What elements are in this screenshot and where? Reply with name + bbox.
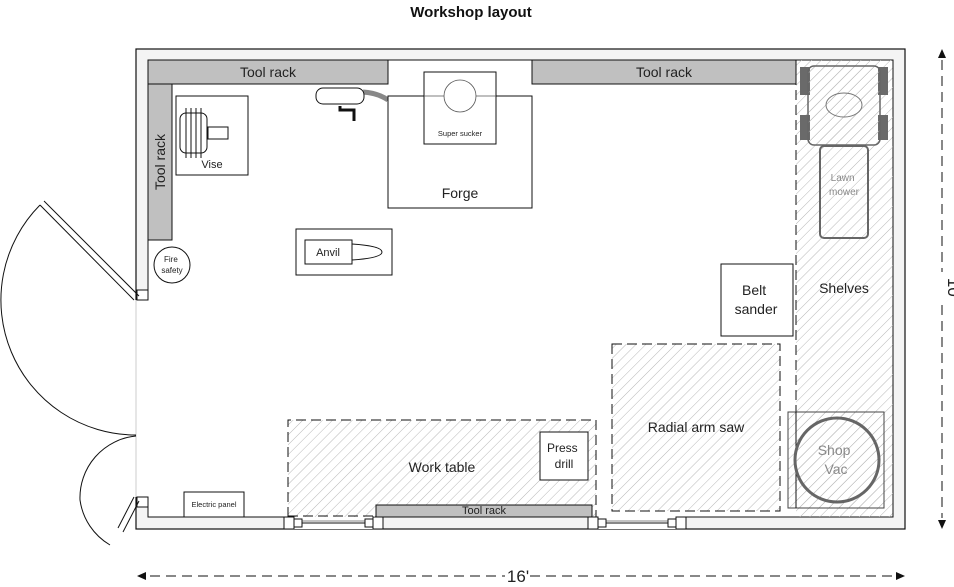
belt-sander-label: Belt sander (735, 282, 778, 317)
arrow-up-icon (938, 49, 946, 58)
door-lower (79, 435, 140, 546)
electric-panel-label: Electric panel (191, 500, 236, 509)
tool-rack-bottom: Tool rack (375, 504, 593, 518)
height-dimension: 10' (938, 49, 954, 529)
radial-arm-saw: Radial arm saw (611, 343, 781, 512)
tool-rack-top-left: Tool rack (147, 59, 389, 85)
tool-rack-top-left-label: Tool rack (240, 64, 297, 80)
blower-handle (315, 87, 365, 121)
width-label: 16' (507, 567, 529, 586)
belt-sander: Belt sander (720, 263, 794, 337)
anvil: Anvil (295, 228, 393, 276)
anvil-label: Anvil (316, 247, 340, 259)
arrow-left-icon (137, 572, 146, 580)
press-drill: Press drill (539, 431, 589, 481)
electric-panel: Electric panel (183, 491, 245, 518)
arrow-right-icon (896, 572, 905, 580)
lawn-mower: Lawn mower (800, 65, 888, 239)
super-sucker: Super sucker (423, 71, 497, 145)
shop-vac: Shop Vac (787, 411, 885, 509)
tool-rack-top-right-label: Tool rack (636, 64, 693, 80)
shelves-label: Shelves (819, 280, 869, 296)
fire-safety: Fire safety (153, 246, 191, 284)
window-left (283, 516, 384, 530)
vise-label: Vise (201, 159, 222, 171)
width-dimension: 16' (137, 567, 905, 586)
forge-label: Forge (442, 185, 479, 201)
tool-rack-left: Tool rack (147, 83, 173, 241)
work-table-label: Work table (409, 459, 476, 475)
fire-safety-label: Fire safety (161, 255, 182, 275)
super-sucker-label: Super sucker (438, 129, 483, 138)
diagram-title: Workshop layout (410, 4, 531, 21)
vise: Vise (175, 95, 249, 176)
tool-rack-top-right: Tool rack (531, 59, 797, 85)
lawn-mower-label: Lawn mower (829, 173, 860, 198)
press-drill-label: Press drill (547, 441, 581, 471)
height-label: 10' (944, 278, 954, 300)
arrow-down-icon (938, 520, 946, 529)
shop-vac-label: Shop Vac (818, 442, 855, 477)
tool-rack-bottom-label: Tool rack (462, 505, 507, 517)
tool-rack-left-label: Tool rack (152, 133, 168, 190)
door-upper (0, 200, 140, 436)
window-right (587, 516, 687, 530)
radial-arm-saw-label: Radial arm saw (648, 419, 745, 435)
